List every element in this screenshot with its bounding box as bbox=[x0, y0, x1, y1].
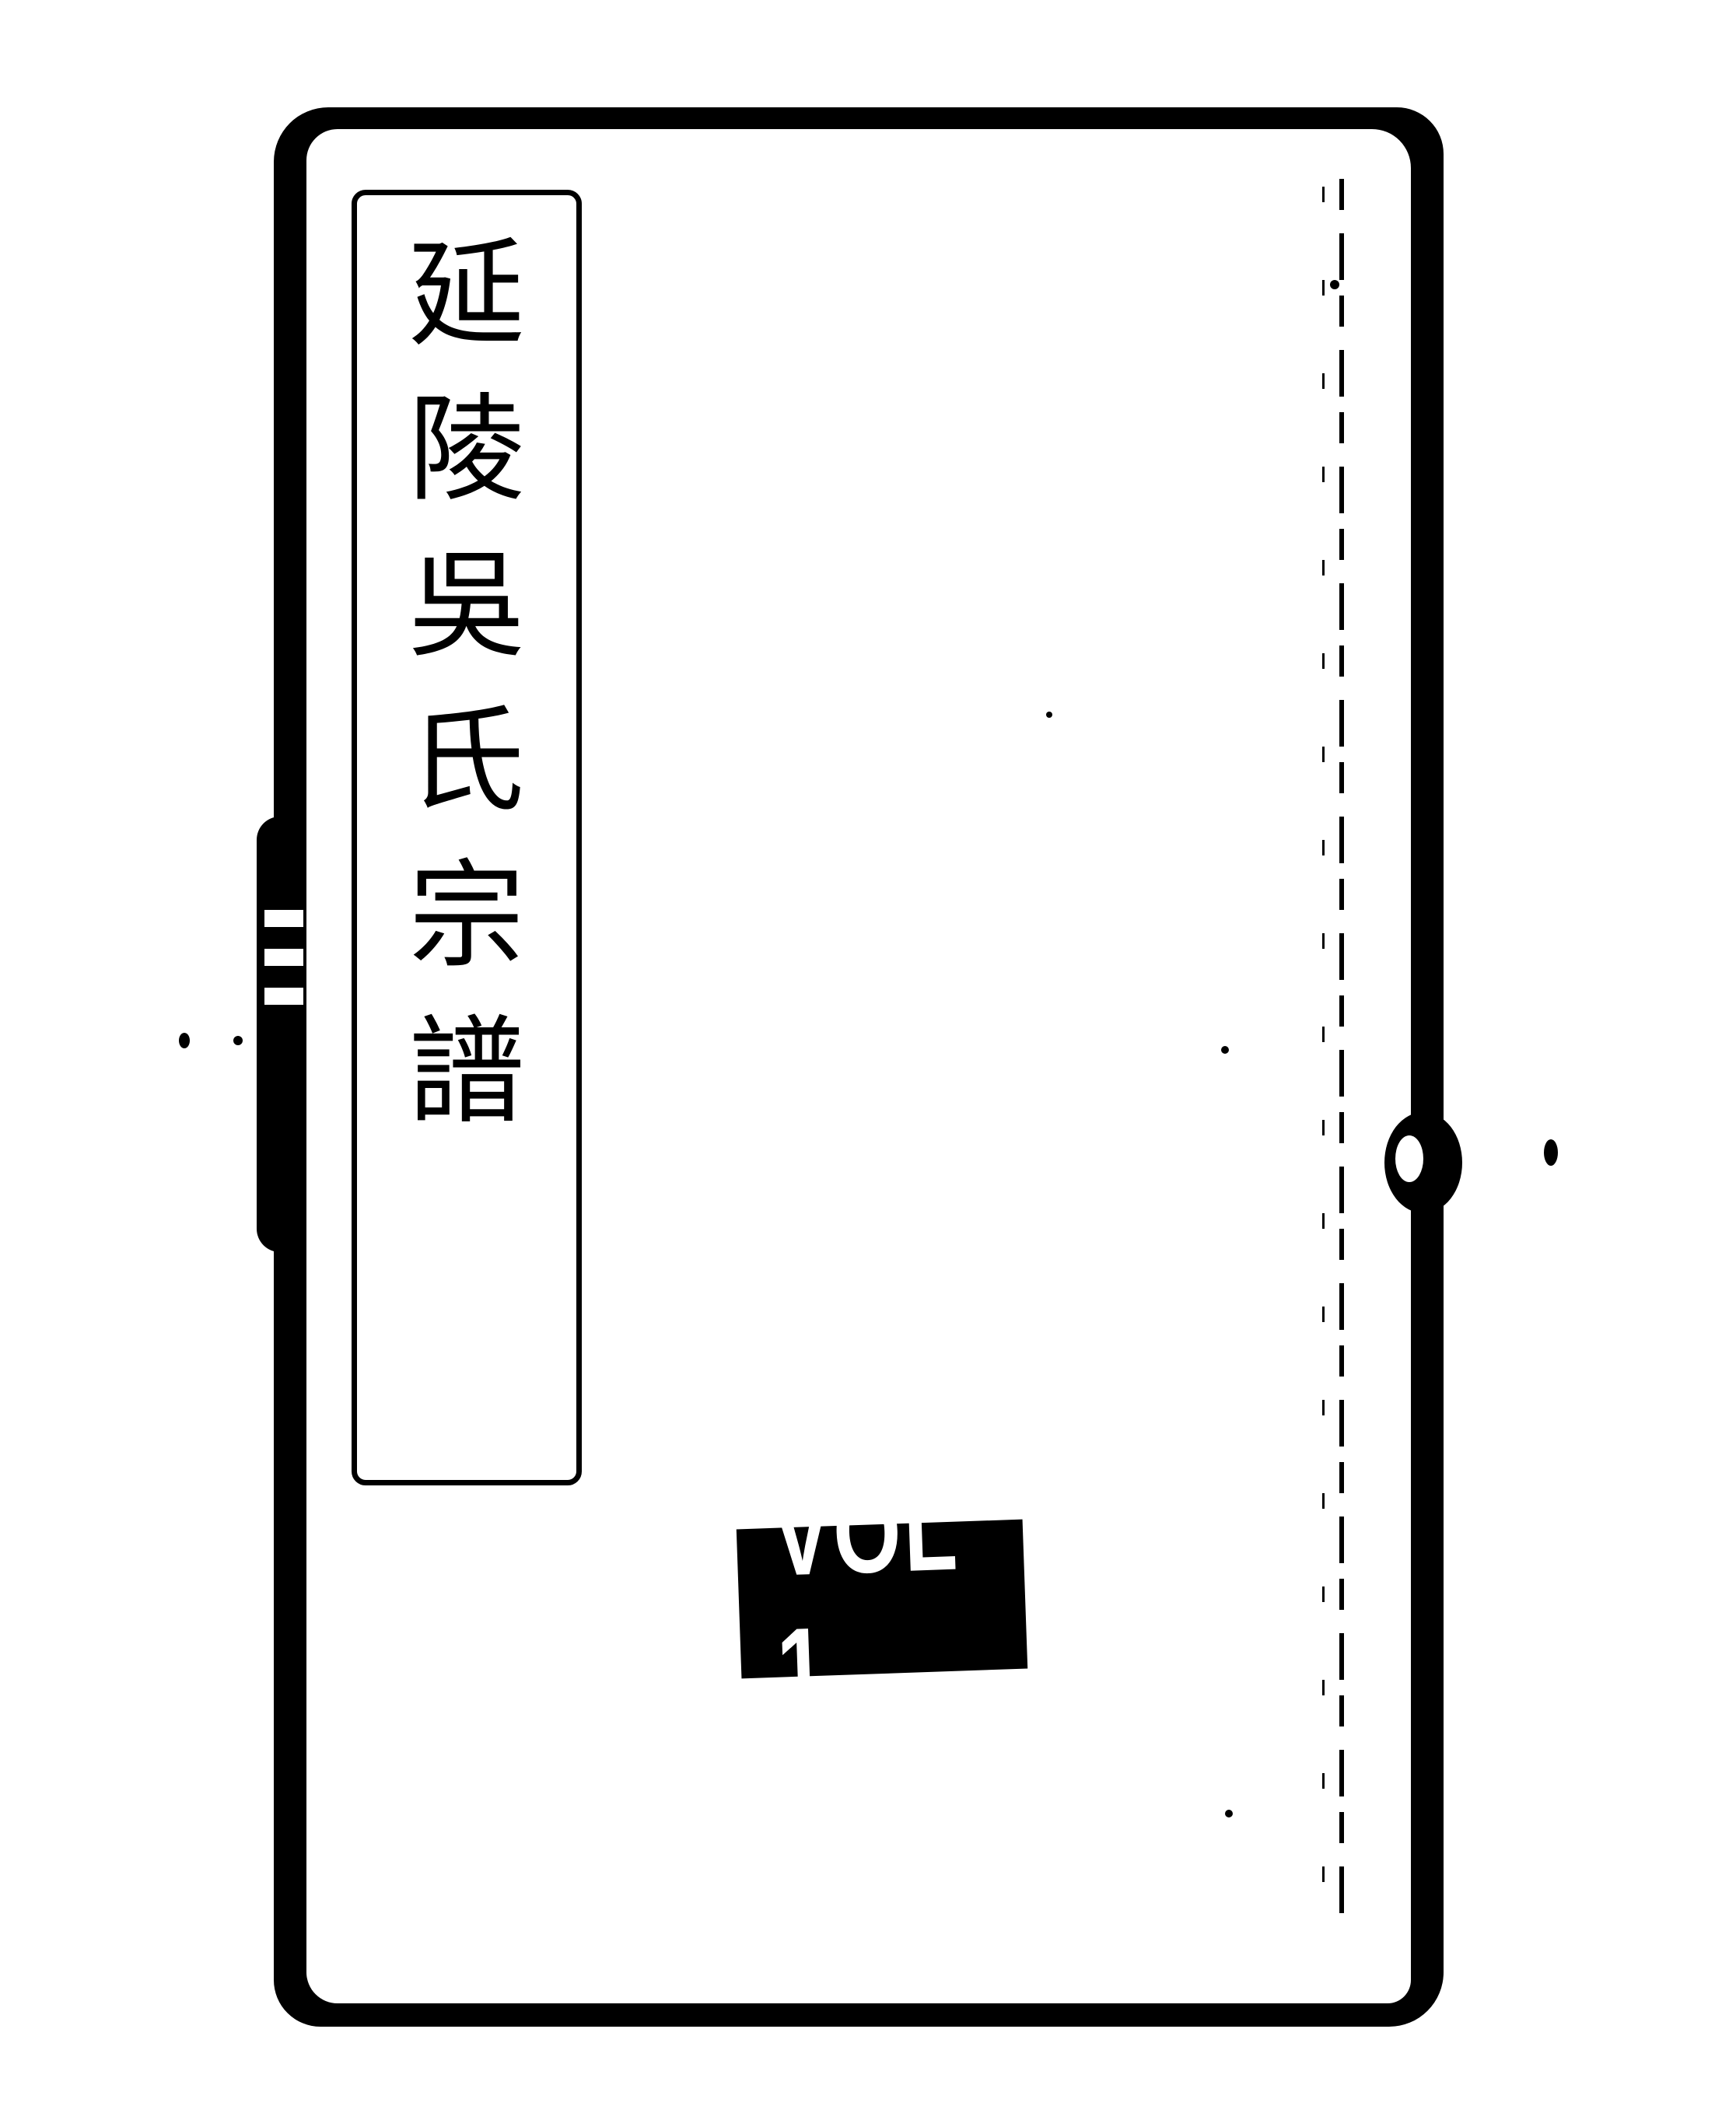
title-char: 陵 bbox=[408, 383, 525, 518]
speck bbox=[179, 1033, 190, 1048]
title-char: 譜 bbox=[408, 1005, 525, 1140]
title-slip: 延 陵 吳 氏 宗 譜 bbox=[352, 190, 582, 1485]
speck bbox=[1225, 1810, 1233, 1817]
title-char: 吳 bbox=[408, 538, 525, 673]
title-char: 宗 bbox=[408, 849, 525, 985]
speck bbox=[233, 1036, 243, 1045]
title-char: 氏 bbox=[408, 694, 525, 829]
volume-label: VOL 1 bbox=[736, 1464, 1028, 1735]
speck bbox=[1544, 1139, 1558, 1166]
book-cover bbox=[306, 129, 1411, 2003]
volume-label-text: VOL 1 bbox=[770, 1463, 961, 1735]
spine-fold-line-inner bbox=[1322, 187, 1325, 1898]
right-clasp-knob bbox=[1384, 1112, 1462, 1213]
title-char: 延 bbox=[408, 227, 525, 362]
speck bbox=[1330, 280, 1339, 289]
cover-title: 延 陵 吳 氏 宗 譜 bbox=[357, 217, 576, 1150]
left-clasp bbox=[257, 817, 311, 1252]
speck bbox=[1046, 712, 1052, 718]
speck bbox=[1221, 1046, 1229, 1054]
spine-fold-line bbox=[1339, 179, 1344, 1929]
